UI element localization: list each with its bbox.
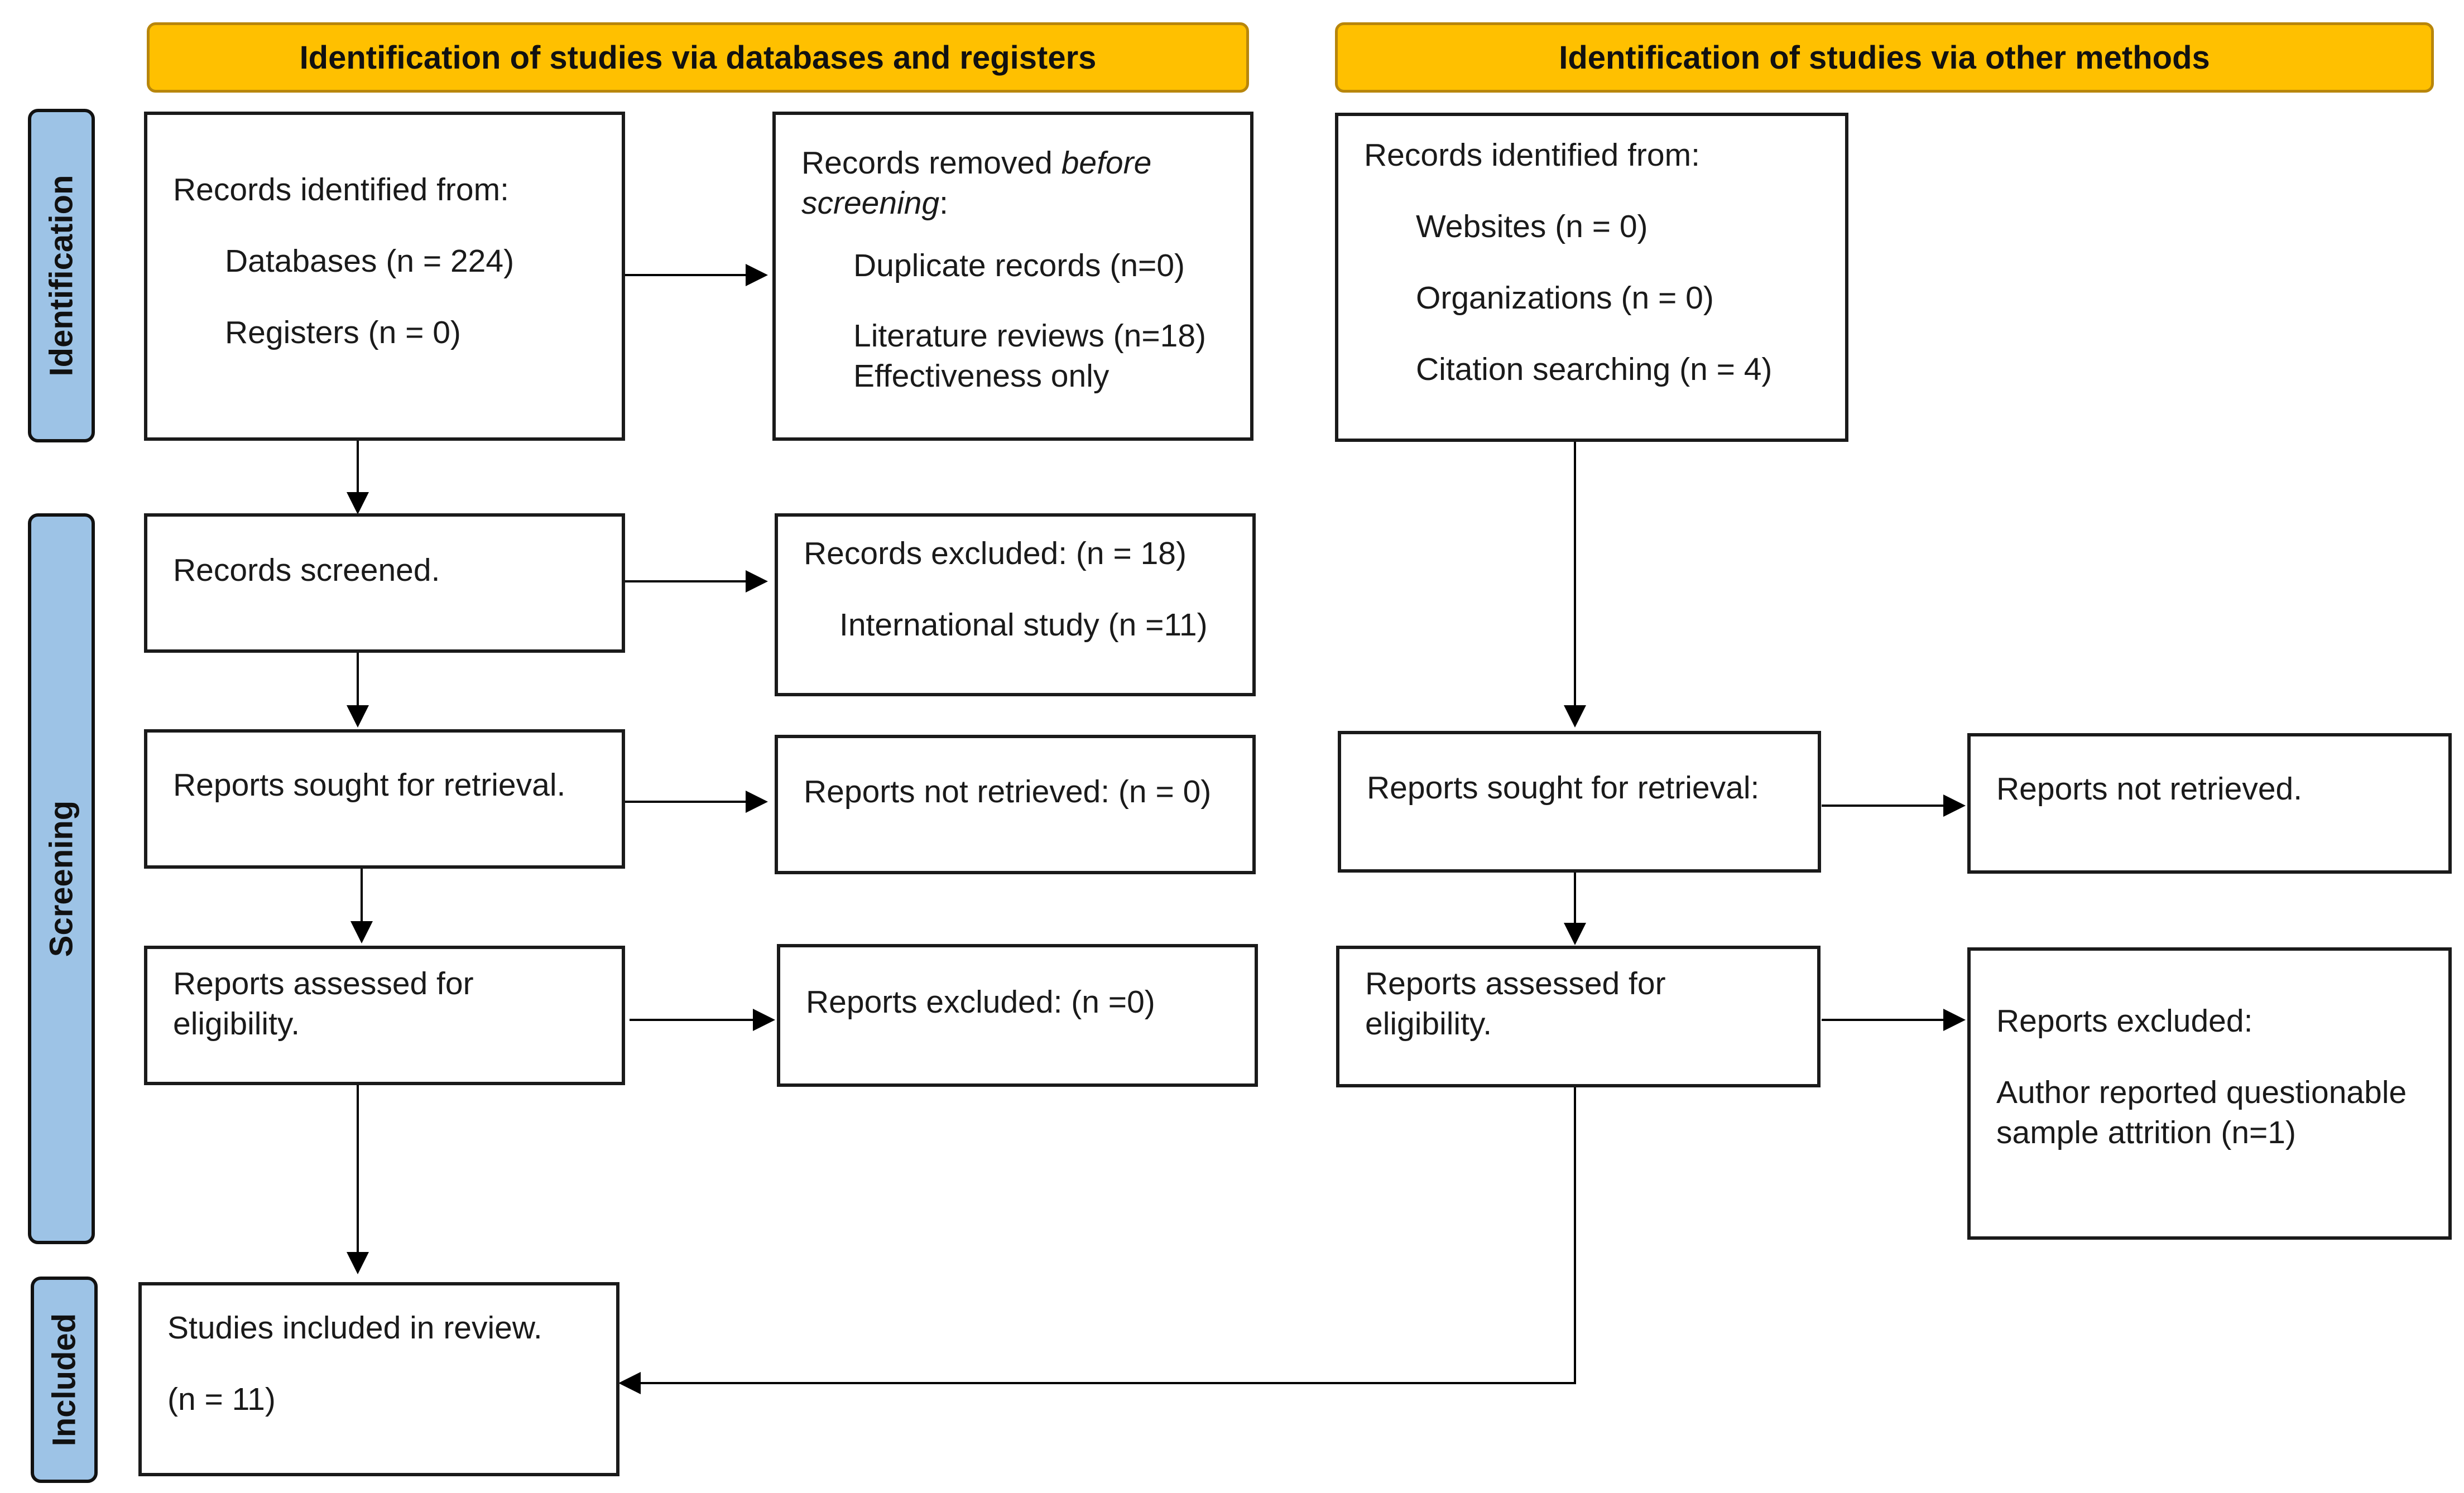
effectiveness-only: Effectiveness only [853,358,1109,394]
records-removed-before: before [1061,145,1152,181]
header-databases: Identification of studies via databases … [147,22,1249,93]
other-excluded-reason-line1: Author reported questionable [1996,1075,2407,1110]
records-screened: Records screened. [173,552,440,588]
arrow-other-assessed-to-included [618,1087,1576,1394]
reports-sought: Reports sought for retrieval. [173,767,566,803]
phase-included: Included [31,1277,98,1483]
reports-excluded: Reports excluded: (n =0) [806,984,1155,1020]
box-other-reports-assessed: Reports assessed for eligibility. [1336,946,1821,1087]
reports-assessed-line1: Reports assessed for [173,966,474,1001]
reports-not-retrieved: Reports not retrieved: (n = 0) [804,774,1212,810]
phase-screening: Screening [28,513,95,1244]
other-reports-excluded-title: Reports excluded: [1996,1003,2253,1039]
records-databases: Databases (n = 224) [225,243,515,279]
box-other-records-identified: Records identified from: Websites (n = 0… [1335,113,1848,442]
box-other-reports-sought: Reports sought for retrieval: [1338,731,1821,873]
header-other-label: Identification of studies via other meth… [1559,39,2210,76]
other-excluded-reason-line2: sample attrition (n=1) [1996,1115,2296,1150]
box-reports-excluded: Reports excluded: (n =0) [777,944,1258,1087]
box-other-reports-excluded: Reports excluded: Author reported questi… [1967,947,2452,1240]
records-organizations: Organizations (n = 0) [1416,280,1714,316]
international-study: International study (n =11) [839,607,1208,643]
duplicate-records: Duplicate records (n=0) [853,248,1185,283]
phase-identification: Identification [28,109,95,442]
other-reports-not-retrieved: Reports not retrieved. [1996,771,2303,807]
studies-included-title: Studies included in review. [167,1310,542,1346]
header-other-methods: Identification of studies via other meth… [1335,22,2434,93]
box-reports-not-retrieved: Reports not retrieved: (n = 0) [775,735,1256,874]
box-records-screened: Records screened. [144,513,625,653]
studies-included-count: (n = 11) [167,1381,276,1417]
records-excluded-title: Records excluded: (n = 18) [804,536,1187,571]
other-reports-assessed-line1: Reports assessed for [1365,966,1666,1001]
other-reports-sought: Reports sought for retrieval: [1367,770,1760,806]
other-reports-assessed-line2: eligibility. [1365,1006,1492,1042]
records-citation-searching: Citation searching (n = 4) [1416,351,1773,387]
box-other-reports-not-retrieved: Reports not retrieved. [1967,733,2452,874]
records-removed-screening: screening [801,185,940,221]
box-records-excluded: Records excluded: (n = 18) International… [775,513,1256,696]
literature-reviews: Literature reviews (n=18) [853,318,1207,354]
records-identified-title: Records identified from: [173,172,509,208]
box-reports-sought: Reports sought for retrieval. [144,729,625,869]
records-removed-colon: : [939,185,948,221]
other-records-identified-title: Records identified from: [1364,137,1700,173]
box-studies-included: Studies included in review. (n = 11) [138,1282,619,1476]
header-databases-label: Identification of studies via databases … [299,39,1097,76]
records-removed-prefix: Records removed [801,145,1062,181]
box-records-identified: Records identified from: Databases (n = … [144,112,625,441]
records-websites: Websites (n = 0) [1416,209,1648,244]
reports-assessed-line2: eligibility. [173,1006,300,1042]
records-removed-title-line2: screening: [801,183,1250,223]
box-reports-assessed: Reports assessed for eligibility. [144,946,625,1085]
records-removed-title-line1: Records removed before [801,143,1250,183]
records-registers: Registers (n = 0) [225,315,461,350]
box-records-removed: Records removed before screening: Duplic… [772,112,1253,441]
